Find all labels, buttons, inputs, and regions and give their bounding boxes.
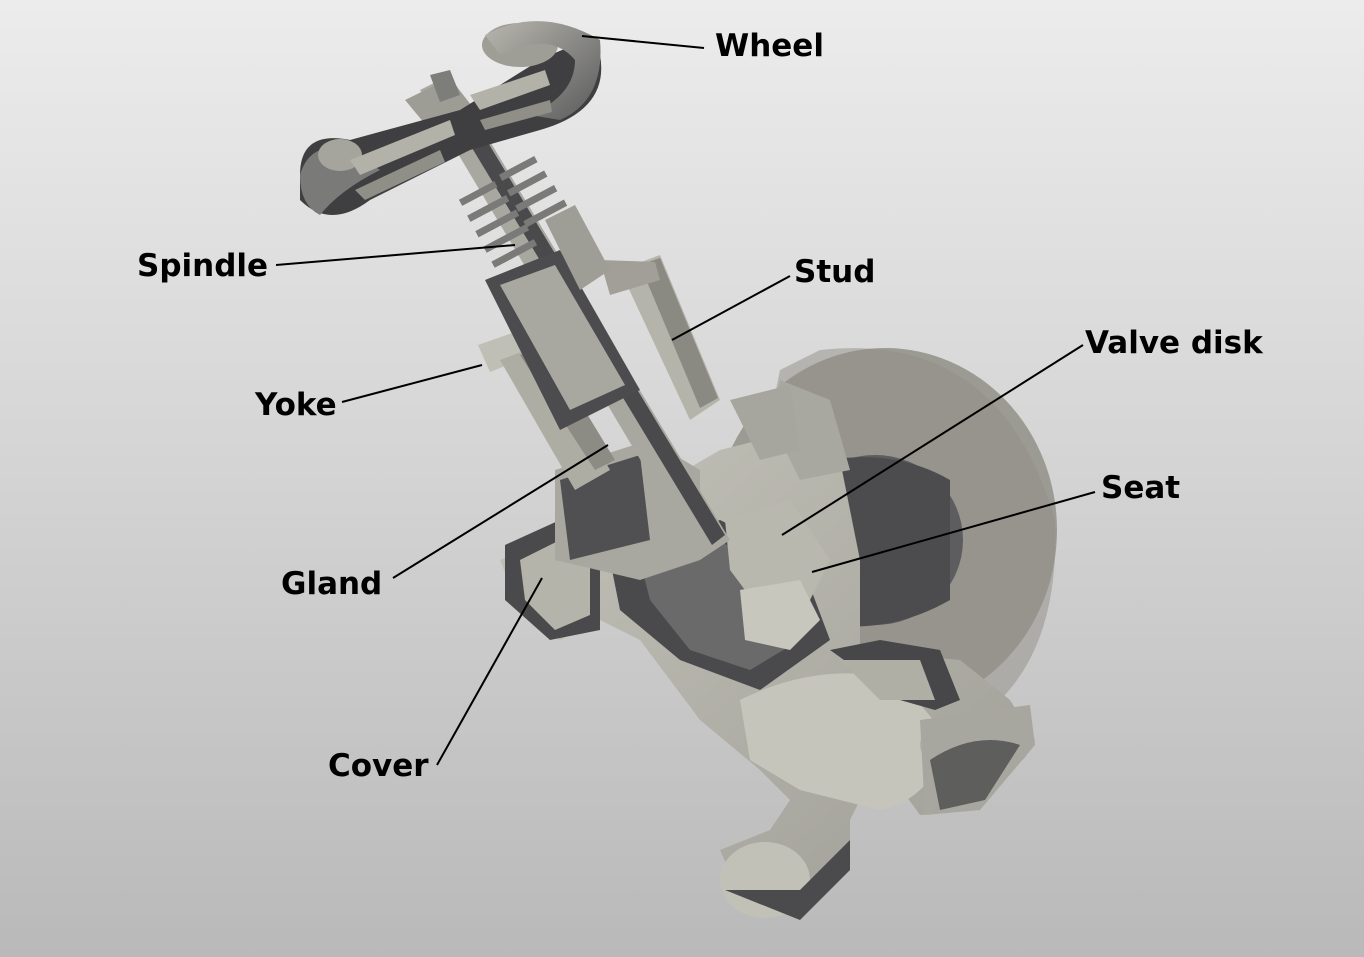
label-stud: Stud: [794, 254, 876, 290]
label-spindle: Spindle: [137, 248, 269, 284]
label-gland: Gland: [281, 566, 383, 602]
leader-spindle: [275, 244, 516, 266]
label-cover: Cover: [328, 748, 429, 784]
leader-stud: [671, 275, 791, 341]
leader-cover: [436, 577, 543, 766]
leader-seat: [811, 491, 1096, 573]
spindle-column: [405, 70, 730, 560]
label-wheel: Wheel: [715, 28, 824, 64]
label-yoke: Yoke: [255, 387, 337, 423]
label-seat: Seat: [1101, 470, 1181, 506]
leader-wheel: [581, 35, 705, 49]
handwheel: [300, 21, 602, 215]
leader-yoke: [341, 364, 483, 403]
leader-valve-disk: [781, 344, 1084, 536]
leader-gland: [392, 444, 609, 579]
label-valve-disk: Valve disk: [1085, 325, 1263, 361]
